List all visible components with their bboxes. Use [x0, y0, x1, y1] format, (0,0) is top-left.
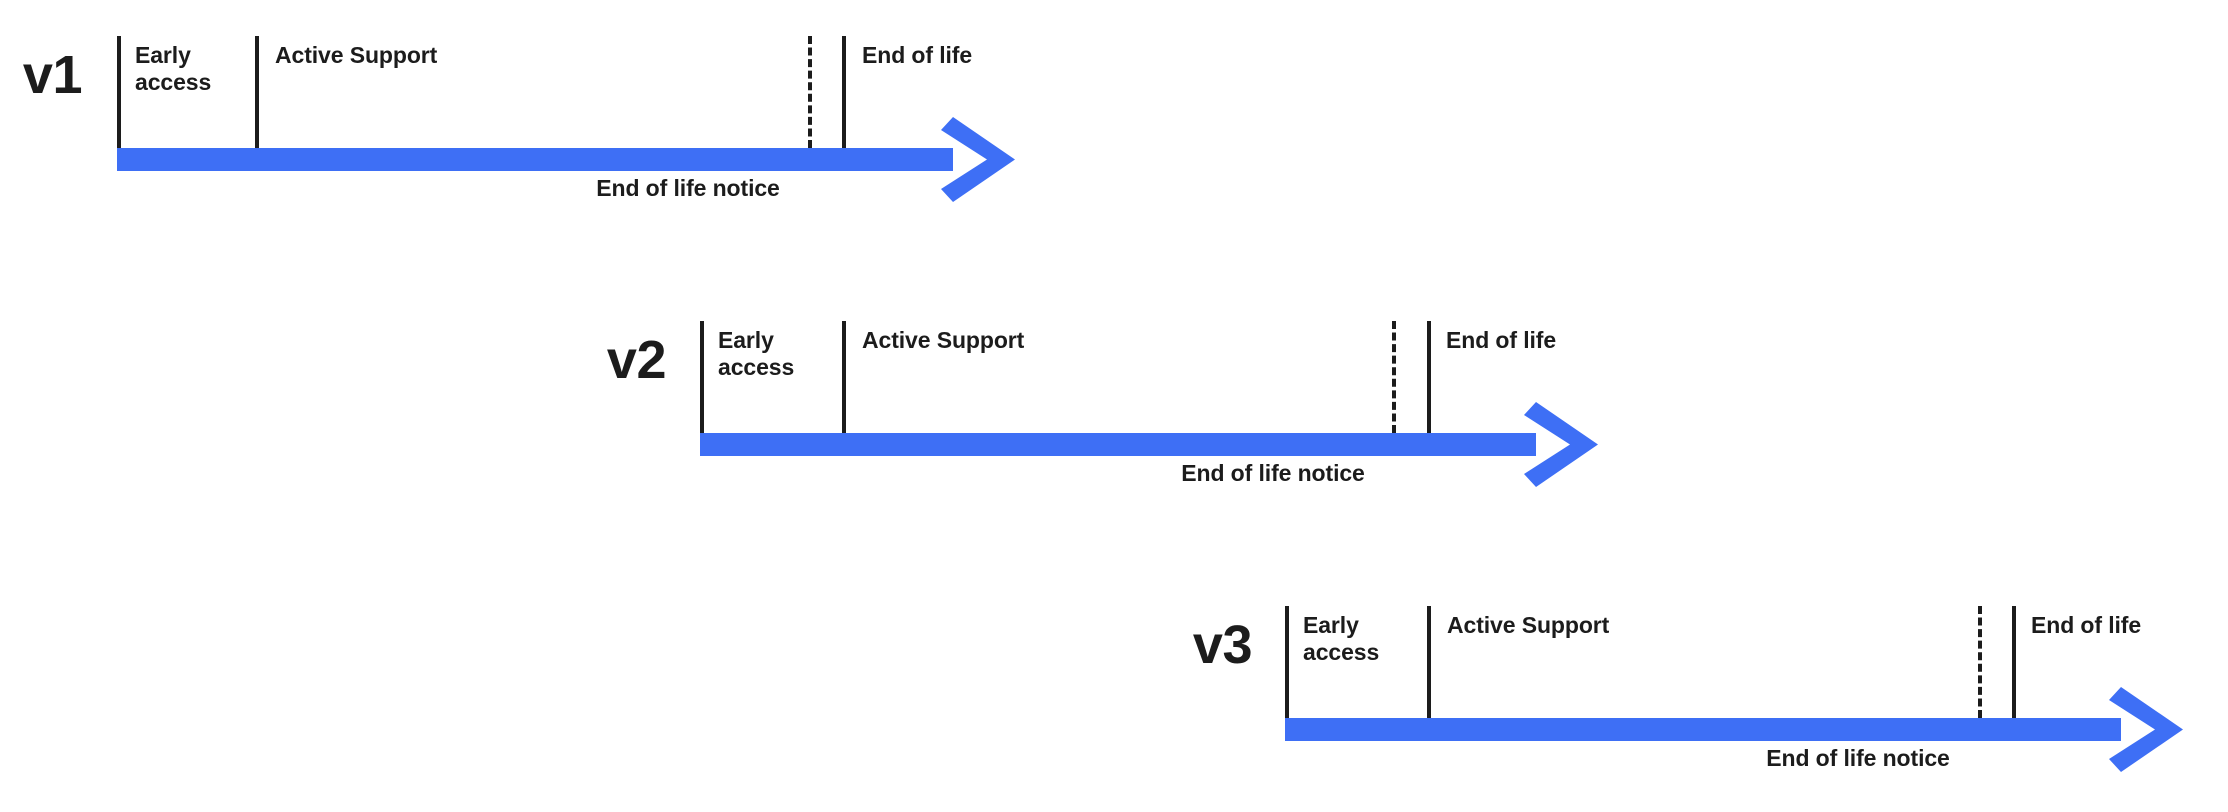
phase-divider-end-of-life-notice-marker: [1978, 606, 1982, 718]
phase-divider-early-access: [117, 36, 121, 148]
phase-label-active-support: Active Support: [275, 42, 438, 68]
phase-divider-active-support: [1427, 606, 1431, 718]
phase-divider-end-of-life: [842, 36, 846, 148]
timeline-arrow-head-icon: [1524, 402, 1598, 487]
timeline-track: [117, 148, 953, 171]
timeline-track: [700, 433, 1536, 456]
phase-divider-active-support: [842, 321, 846, 433]
phase-label-end-of-life: End of life: [862, 42, 973, 68]
phase-label-early-access: Early access: [1303, 612, 1380, 666]
end-of-life-notice-label: End of life notice: [1181, 460, 1365, 486]
phase-divider-early-access: [1285, 606, 1289, 718]
phase-divider-active-support: [255, 36, 259, 148]
timeline-arrow-head-icon: [2109, 687, 2183, 772]
end-of-life-notice-label: End of life notice: [1766, 745, 1950, 771]
phase-label-active-support: Active Support: [862, 327, 1025, 353]
phase-label-early-access: Early access: [718, 327, 795, 381]
phase-label-end-of-life: End of life: [2031, 612, 2142, 638]
phase-divider-early-access: [700, 321, 704, 433]
phase-divider-end-of-life: [1427, 321, 1431, 433]
version-label-v3: v3: [1192, 615, 1253, 675]
version-label-v1: v1: [22, 45, 83, 105]
phase-divider-end-of-life-notice-marker: [1392, 321, 1396, 433]
phase-label-active-support: Active Support: [1447, 612, 1610, 638]
phase-divider-end-of-life-notice-marker: [808, 36, 812, 148]
end-of-life-notice-label: End of life notice: [596, 175, 780, 201]
version-label-v2: v2: [606, 330, 667, 390]
phase-label-early-access: Early access: [135, 42, 212, 96]
timeline-track: [1285, 718, 2121, 741]
timeline-arrow-head-icon: [941, 117, 1015, 202]
phase-label-end-of-life: End of life: [1446, 327, 1557, 353]
phase-divider-end-of-life: [2012, 606, 2016, 718]
